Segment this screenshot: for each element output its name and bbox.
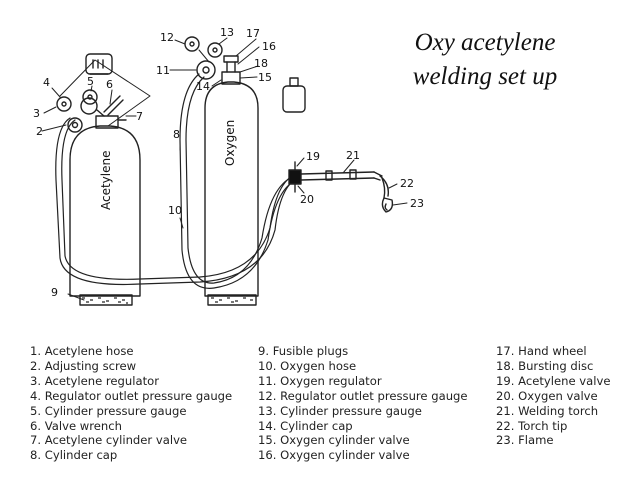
title-line-1: Oxy acetylene xyxy=(414,29,556,56)
callout-6: 6 xyxy=(106,78,113,91)
flame xyxy=(381,197,394,213)
callout-19: 19 xyxy=(306,150,320,163)
legend-item: 22. Torch tip xyxy=(496,418,568,433)
callout-4: 4 xyxy=(43,76,50,89)
callout-9: 9 xyxy=(51,286,58,299)
legend-item: 14. Cylinder cap xyxy=(258,418,353,433)
legend-column-3: 17. Hand wheel 18. Bursting disc 19. Ace… xyxy=(496,344,610,448)
callout-15: 15 xyxy=(258,71,272,84)
oxygen-cylinder xyxy=(204,81,259,306)
callout-8: 8 xyxy=(173,128,180,141)
acetylene-outlet-pressure-gauge xyxy=(56,96,72,112)
legend-item: 11. Oxygen regulator xyxy=(258,373,382,388)
callout-13: 13 xyxy=(220,26,234,39)
oxygen-regulator xyxy=(196,60,216,80)
legend-item: 23. Flame xyxy=(496,433,554,448)
diagram-title: Oxy acetylene welding set up xyxy=(360,26,610,94)
title-line-2: welding set up xyxy=(412,63,558,90)
callout-3: 3 xyxy=(33,107,40,120)
legend-item: 15. Oxygen cylinder valve xyxy=(258,433,410,448)
callout-21: 21 xyxy=(346,149,360,162)
acetylene-cylinder-valve xyxy=(95,115,127,129)
legend-item: 16. Oxygen cylinder valve xyxy=(258,448,410,463)
oxygen-fusible-plugs xyxy=(211,297,253,303)
callout-16: 16 xyxy=(262,40,276,53)
adjusting-screw xyxy=(67,117,83,133)
callout-17: 17 xyxy=(246,27,260,40)
callout-18: 18 xyxy=(254,57,268,70)
acetylene-cylinder xyxy=(69,125,141,306)
fusible-plugs xyxy=(82,297,128,304)
acetylene-cylinder-pressure-gauge xyxy=(82,89,98,105)
regulator-bracket-lines xyxy=(59,59,151,127)
acetylene-cylinder-cap xyxy=(85,53,113,75)
legend-column-2: 9. Fusible plugs 10. Oxygen hose 11. Oxy… xyxy=(258,344,468,463)
legend-item: 10. Oxygen hose xyxy=(258,358,357,373)
valve-wrench xyxy=(103,95,124,116)
welding-setup-diagram: Oxygen Acetylene 2 3 4 5 6 7 8 9 10 11 1… xyxy=(33,26,424,306)
oxygen-outlet-pressure-gauge xyxy=(184,36,200,52)
callout-2: 2 xyxy=(36,125,43,138)
legend-item: 7. Acetylene cylinder valve xyxy=(30,433,188,448)
oxygen-hose xyxy=(179,73,297,289)
callout-5: 5 xyxy=(87,75,94,88)
legend-item: 21. Welding torch xyxy=(496,403,599,418)
callout-23: 23 xyxy=(410,197,424,210)
callout-10: 10 xyxy=(168,204,182,217)
oxygen-cylinder-pressure-gauge xyxy=(207,42,223,58)
callout-numbers: 2 3 4 5 6 7 8 9 10 11 12 13 14 15 16 17 … xyxy=(33,26,424,299)
legend-item: 2. Adjusting screw xyxy=(30,358,137,373)
oxygen-tank-label: Oxygen xyxy=(223,120,237,166)
legend-item: 12. Regulator outlet pressure gauge xyxy=(258,388,468,403)
legend-item: 1. Acetylene hose xyxy=(30,344,134,358)
legend-item: 17. Hand wheel xyxy=(496,344,587,358)
legend-item: 20. Oxygen valve xyxy=(496,388,598,403)
torch-tip xyxy=(379,175,390,199)
legend-item: 13. Cylinder pressure gauge xyxy=(258,403,422,418)
callout-leaders xyxy=(41,37,408,301)
welding-torch[interactable] xyxy=(288,169,383,185)
oxygen-cylinder-cap xyxy=(282,77,306,113)
callout-20: 20 xyxy=(300,193,314,206)
acetylene-tank-label: Acetylene xyxy=(99,151,113,211)
legend-item: 5. Cylinder pressure gauge xyxy=(30,403,187,418)
legend-column-1: 1. Acetylene hose 2. Adjusting screw 3. … xyxy=(30,344,232,463)
legend-item: 19. Acetylene valve xyxy=(496,373,611,388)
legend-item: 6. Valve wrench xyxy=(30,418,122,433)
callout-22: 22 xyxy=(400,177,414,190)
callout-14: 14 xyxy=(196,80,210,93)
legend-item: 4. Regulator outlet pressure gauge xyxy=(30,388,233,403)
acetylene-hose xyxy=(55,117,299,286)
legend-item: 18. Bursting disc xyxy=(496,358,594,373)
callout-7: 7 xyxy=(136,110,143,123)
oxygen-cylinder-valve xyxy=(221,61,241,85)
callout-12: 12 xyxy=(160,31,174,44)
legend-item: 8. Cylinder cap xyxy=(30,448,118,463)
legend-item: 3. Acetylene regulator xyxy=(30,373,159,388)
callout-11: 11 xyxy=(156,64,170,77)
legend-item: 9. Fusible plugs xyxy=(258,344,349,358)
hand-wheel xyxy=(223,55,239,63)
